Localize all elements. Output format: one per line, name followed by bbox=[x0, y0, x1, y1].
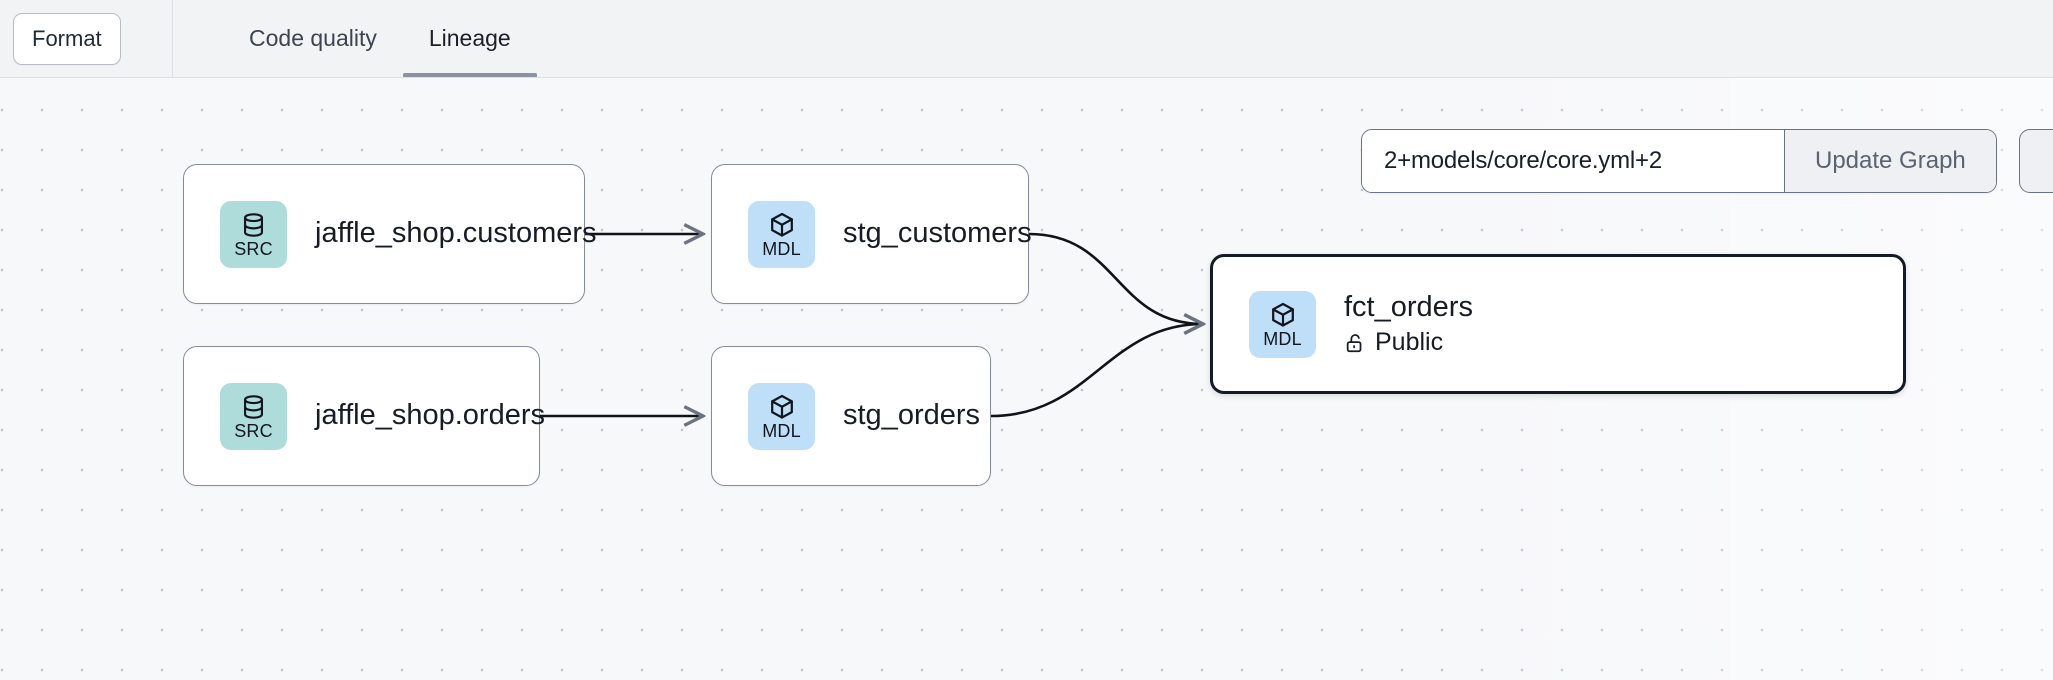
editor-header: Format Code quality Lineage bbox=[0, 0, 2053, 78]
badge-label-src: SRC bbox=[234, 238, 273, 259]
tab-bar: Code quality Lineage bbox=[173, 0, 537, 77]
dbt-selector-group: Update Graph bbox=[1361, 129, 1997, 193]
node-body: fct_orders Public bbox=[1344, 291, 1473, 357]
node-title: stg_customers bbox=[843, 217, 1032, 250]
edge-stg-orders-to-fct-orders bbox=[990, 324, 1203, 418]
lineage-node-stg-customers[interactable]: MDL stg_customers bbox=[711, 164, 1032, 304]
lineage-node-src-orders[interactable]: SRC jaffle_shop.orders bbox=[183, 346, 545, 486]
badge-label-mdl: MDL bbox=[762, 420, 801, 441]
node-title: stg_orders bbox=[843, 399, 981, 432]
cube-icon bbox=[770, 212, 793, 237]
node-body: jaffle_shop.orders bbox=[315, 399, 545, 432]
badge-src: SRC bbox=[220, 382, 287, 450]
badge-mdl: MDL bbox=[1249, 290, 1316, 358]
badge-src: SRC bbox=[220, 200, 287, 268]
node-access-badge: Public bbox=[1344, 328, 1473, 357]
database-icon bbox=[243, 394, 264, 419]
node-body: stg_customers bbox=[843, 217, 1032, 250]
tab-lineage[interactable]: Lineage bbox=[402, 0, 537, 77]
lineage-node-src-customers[interactable]: SRC jaffle_shop.customers bbox=[183, 164, 597, 304]
format-toolbar-zone: Format bbox=[0, 0, 173, 77]
graph-settings-button[interactable] bbox=[2018, 129, 2053, 193]
database-icon bbox=[243, 212, 264, 237]
lineage-node-stg-orders[interactable]: MDL stg_orders bbox=[711, 346, 991, 486]
update-graph-button[interactable]: Update Graph bbox=[1784, 130, 1996, 192]
lineage-canvas[interactable]: SRC jaffle_shop.customers SRC jaffle_sho… bbox=[0, 78, 2053, 680]
format-button[interactable]: Format bbox=[13, 12, 121, 65]
badge-mdl: MDL bbox=[748, 200, 815, 268]
unlock-icon bbox=[1346, 333, 1362, 352]
edge-stg-customers-to-fct-orders bbox=[1028, 232, 1203, 324]
lineage-node-fct-orders[interactable]: MDL fct_orders Public bbox=[1210, 254, 1906, 394]
node-body: stg_orders bbox=[843, 399, 980, 432]
dbt-selector-input[interactable] bbox=[1362, 130, 1784, 192]
tab-code-quality[interactable]: Code quality bbox=[249, 25, 377, 51]
node-title: fct_orders bbox=[1344, 290, 1473, 323]
cube-icon bbox=[1271, 302, 1294, 327]
badge-label-mdl: MDL bbox=[1263, 328, 1302, 349]
graph-controls: Update Graph bbox=[1361, 129, 2053, 193]
node-access-label: Public bbox=[1375, 328, 1444, 357]
badge-label-src: SRC bbox=[234, 420, 273, 441]
cube-icon bbox=[770, 394, 793, 419]
node-title: jaffle_shop.customers bbox=[315, 217, 597, 250]
badge-label-mdl: MDL bbox=[762, 238, 801, 259]
node-title: jaffle_shop.orders bbox=[315, 399, 546, 432]
badge-mdl: MDL bbox=[748, 382, 815, 450]
node-body: jaffle_shop.customers bbox=[315, 217, 597, 250]
